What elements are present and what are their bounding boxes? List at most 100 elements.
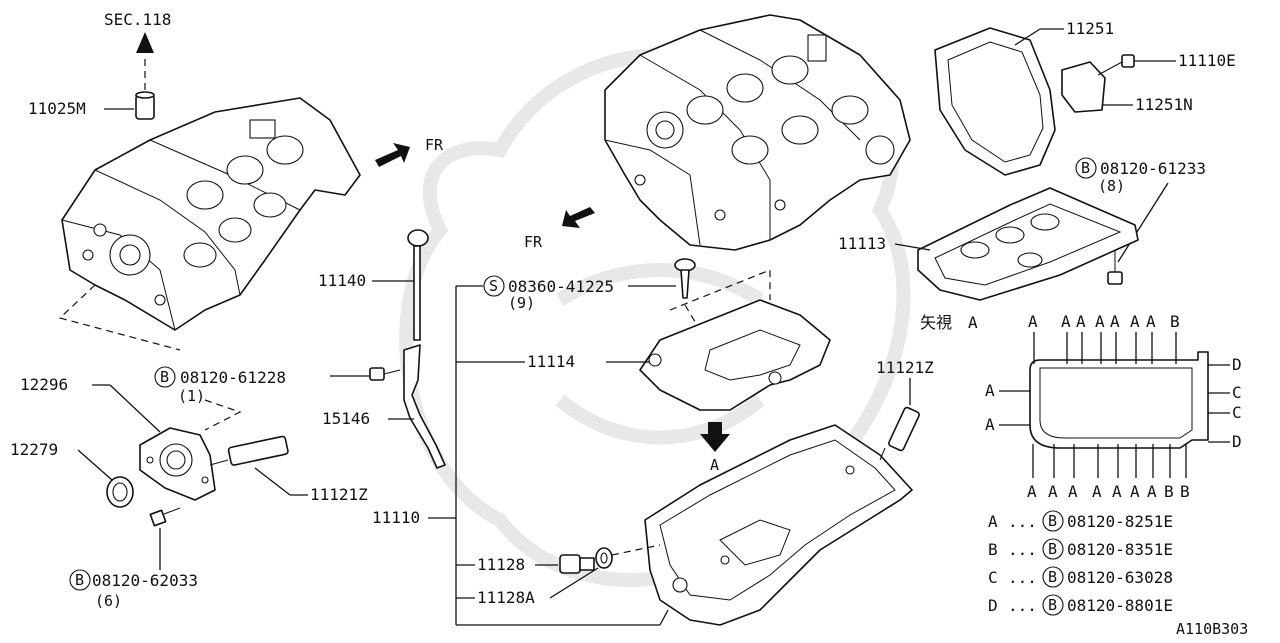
bolt-code-61228: 08120-61228	[180, 368, 286, 387]
label-fr-2: FR	[524, 233, 543, 251]
label-view-a: 矢視 A	[920, 313, 978, 332]
legend-code-b: 08120-8351E	[1067, 540, 1173, 559]
bolt-mark-61233: B	[1081, 159, 1090, 177]
view-bottom-label: A	[1130, 482, 1140, 501]
view-top-label: A	[1028, 312, 1038, 331]
oil-pan	[644, 424, 913, 626]
bolt-08120-61228	[369, 367, 401, 381]
view-bottom-label: A	[1048, 482, 1058, 501]
label-fr-1: FR	[425, 136, 444, 154]
view-bottom-label: A	[1092, 482, 1102, 501]
legend-code-d: 08120-8801E	[1067, 596, 1173, 615]
label-12296: 12296	[20, 375, 68, 394]
label-11114: 11114	[527, 352, 575, 371]
dowel-11025M	[135, 32, 155, 120]
view-bottom-label: B	[1180, 482, 1190, 501]
gasket-11113	[917, 187, 1139, 301]
view-top-label: A	[1061, 312, 1071, 331]
label-11128: 11128	[477, 555, 525, 574]
bolt-qty-61233: (8)	[1098, 177, 1125, 195]
view-bottom-label: A	[1068, 482, 1078, 501]
screw-code: 08360-41225	[508, 277, 614, 296]
label-12279: 12279	[10, 440, 58, 459]
center-cylinder-block	[604, 14, 911, 251]
view-arrow-icon	[700, 422, 730, 452]
bolt-mark-61228: B	[160, 368, 169, 386]
view-top-label: A	[1130, 312, 1140, 331]
view-top-label: B	[1170, 312, 1180, 331]
sensor-11121Z-right	[879, 406, 920, 461]
view-right-label-3: C	[1232, 403, 1242, 422]
label-arrow-a: A	[710, 456, 719, 474]
legend-dots-b: ...	[1008, 540, 1037, 559]
drain-plug-11128	[559, 554, 595, 574]
view-left-label-2: A	[985, 415, 995, 434]
arrow-up-icon	[136, 32, 154, 53]
label-11110: 11110	[372, 508, 420, 527]
label-11113: 11113	[838, 234, 886, 253]
view-bottom-label: A	[1112, 482, 1122, 501]
view-bottom-label: A	[1147, 482, 1157, 501]
legend-dots-d: ...	[1008, 596, 1037, 615]
legend-mark-b: B	[1048, 540, 1057, 558]
legend-dots-c: ...	[1008, 568, 1037, 587]
diagram-code: A110B303	[1176, 620, 1248, 638]
legend-key-d: D	[988, 596, 998, 615]
dipstick-guide-15146	[403, 344, 446, 469]
label-11140: 11140	[318, 271, 366, 290]
legend-dots-a: ...	[1008, 512, 1037, 531]
view-right-label-2: C	[1232, 383, 1242, 402]
view-a-outline	[1029, 351, 1209, 449]
rear-oil-seal-retainer-12296	[139, 427, 216, 501]
bolt-08120-62033	[149, 507, 181, 570]
view-right-label-4: D	[1232, 432, 1242, 451]
label-11121Z-left: 11121Z	[310, 485, 368, 504]
oil-seal-12279	[106, 476, 134, 508]
legend-key-b: B	[988, 540, 998, 559]
view-right-label-1: D	[1232, 355, 1242, 374]
legend-code-c: 08120-63028	[1067, 568, 1173, 587]
dipstick-11140	[407, 229, 429, 341]
plate-11251N	[1061, 61, 1106, 113]
label-11110E: 11110E	[1178, 51, 1236, 70]
view-top-label: A	[1110, 312, 1120, 331]
view-bottom-label: B	[1164, 482, 1174, 501]
baffle-plate-11114	[639, 299, 831, 411]
screw-08360-41225	[674, 258, 696, 299]
legend-mark-c: B	[1048, 568, 1057, 586]
bolt-qty-61228: (1)	[178, 387, 205, 405]
view-top-label: A	[1095, 312, 1105, 331]
label-11025M: 11025M	[28, 99, 86, 118]
legend-key-a: A	[988, 512, 998, 531]
front-arrow-icon	[375, 143, 410, 167]
front-arrow-icon-2	[562, 207, 595, 228]
screw-mark: S	[489, 277, 498, 295]
label-sec118: SEC.118	[104, 10, 171, 29]
bolt-legend: A ... B 08120-8251E B ... B 08120-8351E …	[988, 510, 1173, 616]
sensor-11121Z-left	[209, 435, 289, 466]
view-top-label: A	[1146, 312, 1156, 331]
bolt-mark-62033: B	[75, 571, 84, 589]
screw-qty: (9)	[508, 294, 535, 312]
bolt-08120-61233	[1107, 182, 1169, 285]
bolt-qty-62033: (6)	[95, 592, 122, 610]
view-left-label-1: A	[985, 381, 995, 400]
label-11251: 11251	[1066, 19, 1114, 38]
label-15146: 15146	[322, 409, 370, 428]
legend-code-a: 08120-8251E	[1067, 512, 1173, 531]
label-11128A: 11128A	[477, 588, 535, 607]
legend-mark-d: B	[1048, 596, 1057, 614]
bolt-code-62033: 08120-62033	[92, 571, 198, 590]
label-11251N: 11251N	[1135, 95, 1193, 114]
bolt-code-61233: 08120-61233	[1100, 159, 1206, 178]
view-bottom-label: A	[1027, 482, 1037, 501]
drain-washer-11128A	[595, 547, 613, 569]
left-cylinder-block	[61, 97, 361, 331]
legend-key-c: C	[988, 568, 998, 587]
label-11121Z-right: 11121Z	[876, 358, 934, 377]
view-top-label: A	[1076, 312, 1086, 331]
legend-mark-a: B	[1048, 512, 1057, 530]
